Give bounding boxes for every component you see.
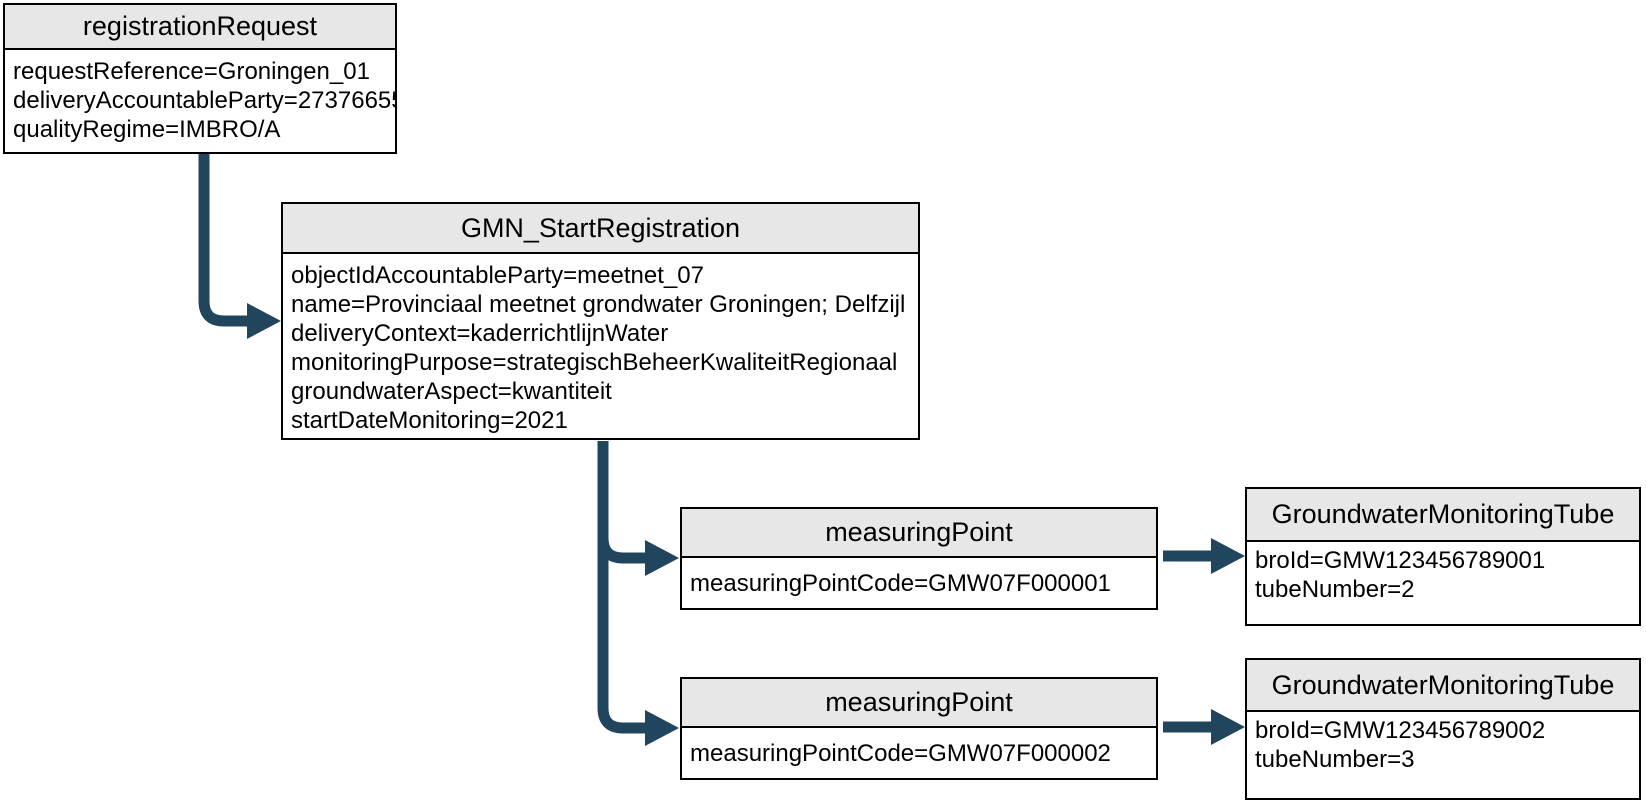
node-groundwater-monitoring-tube-1: GroundwaterMonitoringTube broId=GMW12345… — [1245, 487, 1641, 626]
field-tube-number: tubeNumber=2 — [1255, 576, 1415, 603]
field-name: name=Provinciaal meetnet grondwater Gron… — [291, 291, 906, 318]
field-bro-id: broId=GMW123456789002 — [1255, 717, 1546, 744]
node-title: GMN_StartRegistration — [283, 204, 918, 254]
node-title: measuringPoint — [682, 509, 1156, 558]
field-bro-id: broId=GMW123456789001 — [1255, 547, 1546, 574]
connector-gmn-to-measuringpoint-2 — [597, 441, 679, 746]
node-body: broId=GMW123456789002 tubeNumber=3 — [1247, 712, 1639, 798]
connector-gmn-to-measuringpoint-1 — [597, 441, 679, 576]
field-delivery-accountable-party: deliveryAccountableParty=27376655 — [13, 87, 395, 114]
node-title: GroundwaterMonitoringTube — [1247, 489, 1639, 542]
field-delivery-context: deliveryContext=kaderrichtlijnWater — [291, 320, 669, 347]
node-title: registrationRequest — [5, 5, 395, 50]
field-measuring-point-code: measuringPointCode=GMW07F000001 — [690, 569, 1111, 597]
node-gmn-start-registration: GMN_StartRegistration objectIdAccountabl… — [281, 202, 920, 440]
field-tube-number: tubeNumber=3 — [1255, 746, 1415, 773]
node-body: requestReference=Groningen_01 deliveryAc… — [5, 50, 395, 152]
node-title: GroundwaterMonitoringTube — [1247, 660, 1639, 712]
node-body: measuringPointCode=GMW07F000002 — [682, 728, 1156, 778]
field-start-date-monitoring: startDateMonitoring=2021 — [291, 407, 568, 434]
field-monitoring-purpose: monitoringPurpose=strategischBeheerKwali… — [291, 349, 898, 376]
node-measuring-point-2: measuringPoint measuringPointCode=GMW07F… — [680, 677, 1158, 780]
field-request-reference: requestReference=Groningen_01 — [13, 58, 370, 85]
field-measuring-point-code: measuringPointCode=GMW07F000002 — [690, 739, 1111, 767]
field-quality-regime: qualityRegime=IMBRO/A — [13, 116, 281, 143]
node-registration-request: registrationRequest requestReference=Gro… — [3, 3, 397, 154]
node-body: objectIdAccountableParty=meetnet_07 name… — [283, 254, 918, 438]
connector-measuringpoint1-to-tube1 — [1163, 538, 1245, 574]
connector-measuringpoint2-to-tube2 — [1163, 709, 1245, 745]
node-title: measuringPoint — [682, 679, 1156, 728]
node-measuring-point-1: measuringPoint measuringPointCode=GMW07F… — [680, 507, 1158, 610]
node-body: measuringPointCode=GMW07F000001 — [682, 558, 1156, 608]
field-groundwater-aspect: groundwaterAspect=kwantiteit — [291, 378, 612, 405]
field-object-id-accountable-party: objectIdAccountableParty=meetnet_07 — [291, 262, 704, 289]
node-body: broId=GMW123456789001 tubeNumber=2 — [1247, 542, 1639, 624]
node-groundwater-monitoring-tube-2: GroundwaterMonitoringTube broId=GMW12345… — [1245, 658, 1641, 800]
connector-registration-to-gmn — [198, 154, 281, 339]
